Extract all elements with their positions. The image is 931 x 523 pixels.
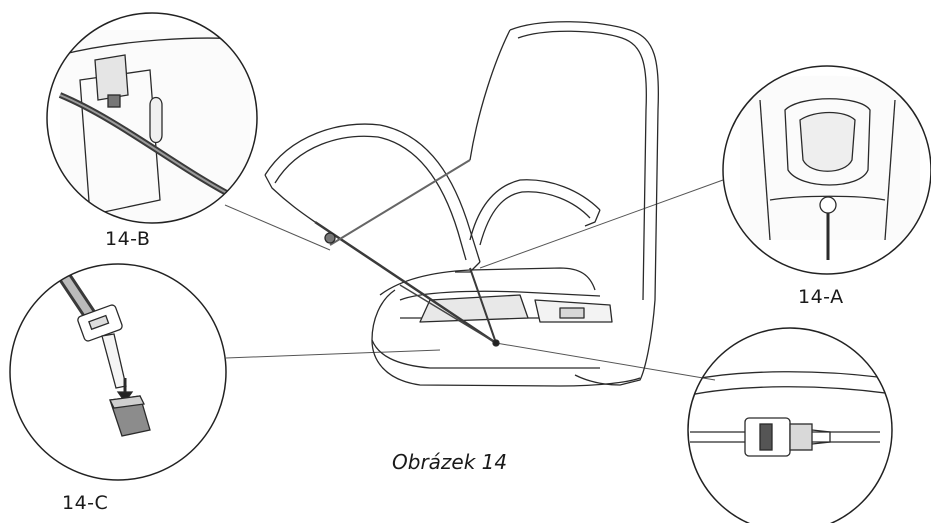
circle-outline-14a <box>722 65 931 275</box>
circle-outline-connector <box>687 327 893 523</box>
detail-circle-14c <box>54 266 151 437</box>
callout-label-14c: 14-C <box>62 492 109 514</box>
detail-circle-14a <box>740 75 920 260</box>
leader-line-14a <box>479 179 724 269</box>
circle-outline-14c <box>9 263 227 481</box>
leader-line-right <box>495 342 716 381</box>
detail-circle-14b <box>58 30 251 223</box>
leader-line-14c <box>225 349 441 359</box>
figure-caption: Obrázek 14 <box>392 450 508 474</box>
leader-line-14b <box>224 204 331 251</box>
leader-lines <box>224 179 724 381</box>
car-seat-illustration <box>264 21 660 387</box>
callout-label-14a: 14-A <box>798 286 844 308</box>
callout-label-14b: 14-B <box>105 228 151 250</box>
circle-outline-14b <box>46 12 258 224</box>
detail-circle-connector <box>689 371 892 457</box>
